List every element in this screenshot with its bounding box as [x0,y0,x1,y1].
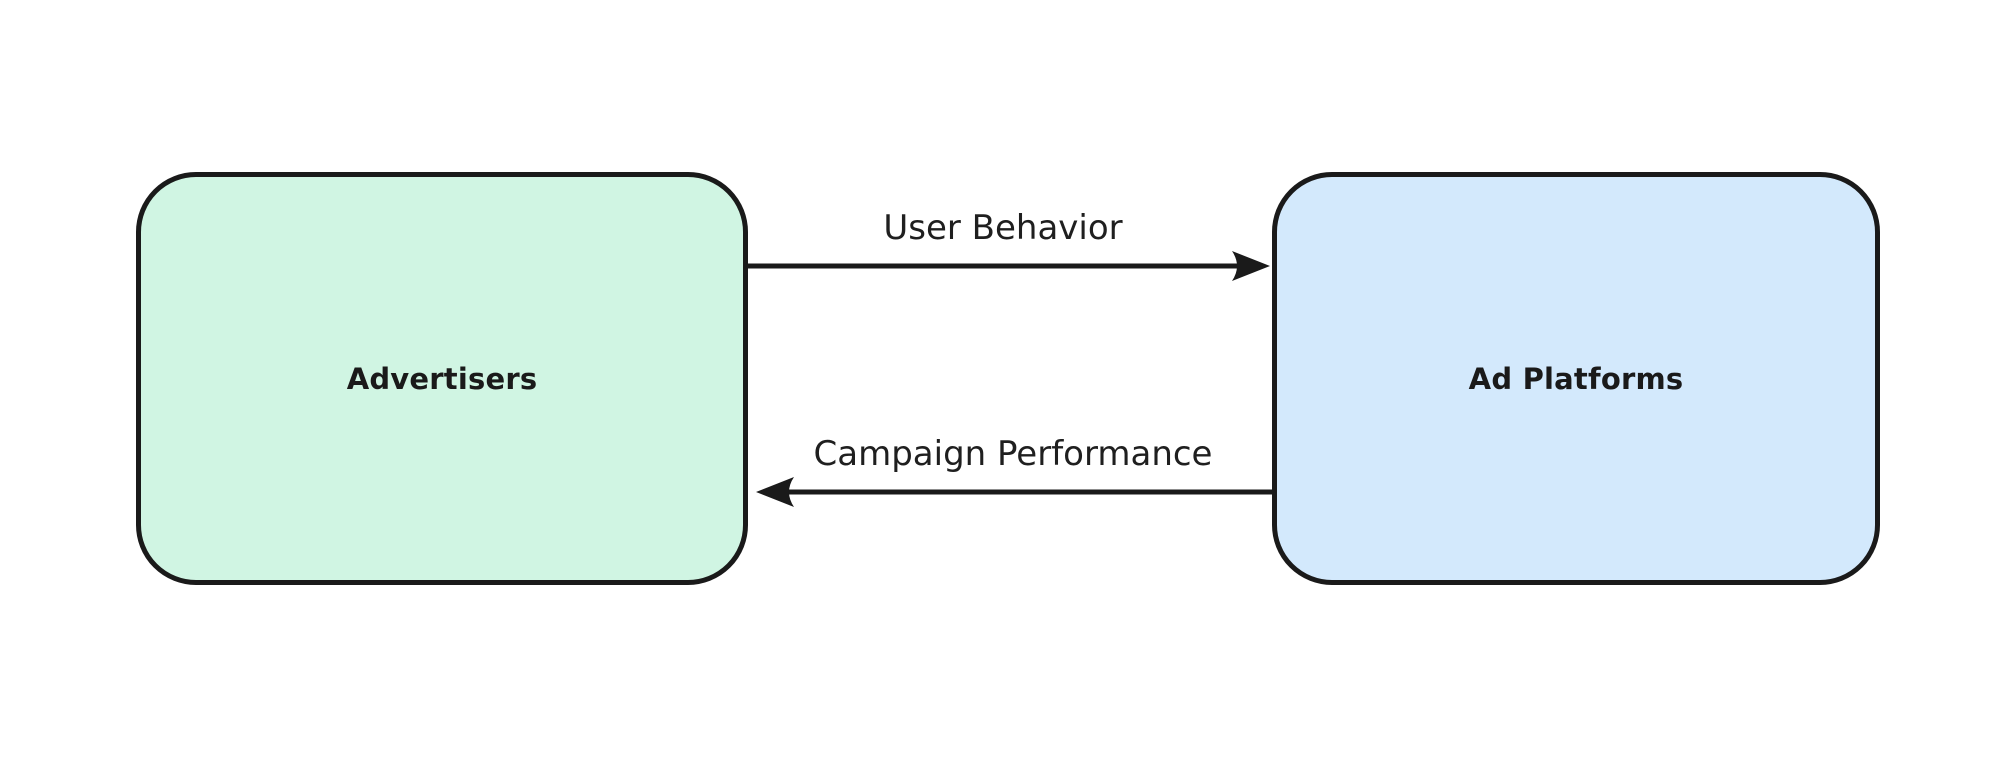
node-ad-platforms-label: Ad Platforms [1468,361,1684,396]
node-ad-platforms: Ad Platforms [1272,172,1880,585]
arrowhead-left-icon [756,477,794,507]
node-advertisers-label: Advertisers [346,361,538,396]
edge-label-campaign-performance: Campaign Performance [813,434,1213,474]
campaign-performance-arrow [756,477,1272,507]
node-advertisers: Advertisers [136,172,748,585]
edge-label-user-behavior: User Behavior [883,208,1123,248]
arrowhead-right-icon [1232,251,1270,281]
user-behavior-arrow [748,251,1270,281]
